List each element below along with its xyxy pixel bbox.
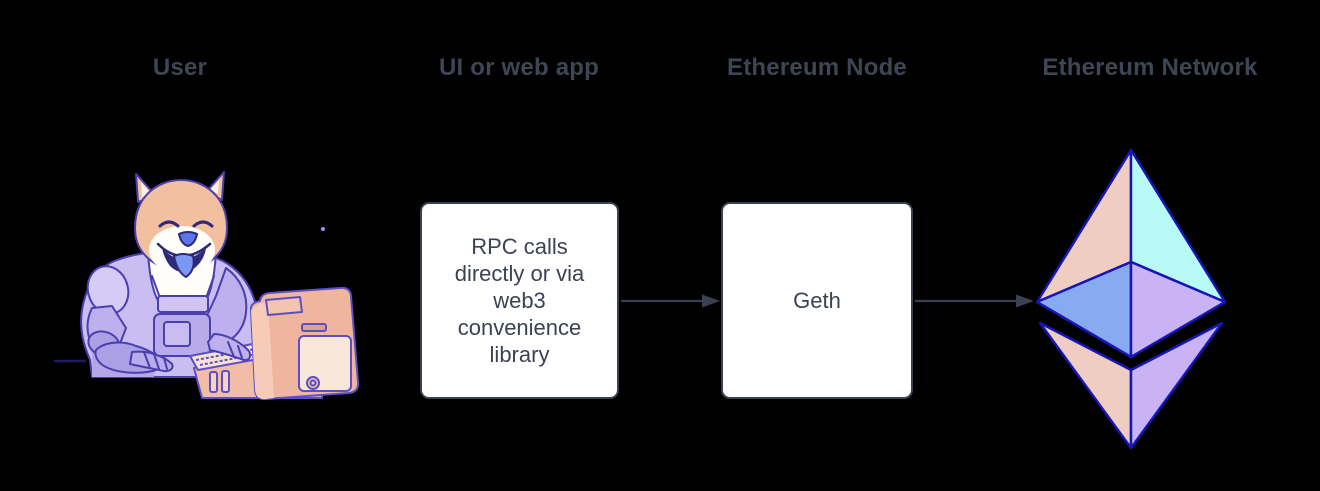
- computer-side-highlight: [251, 302, 274, 400]
- computer-vent-2: [221, 370, 230, 393]
- column-label-user: User: [152, 54, 208, 81]
- computer-slot: [301, 323, 327, 332]
- computer-port: [306, 376, 320, 390]
- doge-tongue: [172, 253, 195, 279]
- column-label-ethereum-node: Ethereum Node: [727, 54, 907, 81]
- column-label-ethereum-network: Ethereum Network: [1042, 54, 1258, 81]
- rpc-calls-box: RPC calls directly or via web3 convenien…: [420, 202, 619, 399]
- eth-face-bottom-right: [1129, 321, 1224, 450]
- arrow-node-to-network: [915, 294, 1034, 308]
- doge-pack-straps: [151, 275, 215, 299]
- arrow-ui-to-node: [621, 294, 720, 308]
- ethereum-logo: [1035, 148, 1227, 450]
- doge-right-finger-lines: [227, 341, 243, 359]
- computer-handle: [265, 296, 303, 316]
- doge-eyes: [158, 220, 214, 228]
- rpc-calls-box-text: RPC calls directly or via web3 convenien…: [454, 234, 585, 367]
- doge-pack-top: [157, 295, 209, 313]
- arrowhead-icon: [702, 294, 720, 308]
- column-label-ui-or-web-app: UI or web app: [439, 54, 599, 81]
- eth-face-mid-right: [1129, 260, 1227, 359]
- arrowhead-icon: [1016, 294, 1034, 308]
- doge-nose: [177, 231, 199, 248]
- doge-pack-pocket: [163, 321, 191, 347]
- doge-astronaut-illustration: [54, 171, 360, 401]
- computer-vent-1: [209, 371, 218, 393]
- geth-box: Geth: [721, 202, 913, 399]
- geth-box-text: Geth: [793, 288, 841, 313]
- doge-finger-lines: [143, 351, 168, 370]
- star-speck: [321, 227, 325, 231]
- computer-port-inner: [309, 379, 317, 387]
